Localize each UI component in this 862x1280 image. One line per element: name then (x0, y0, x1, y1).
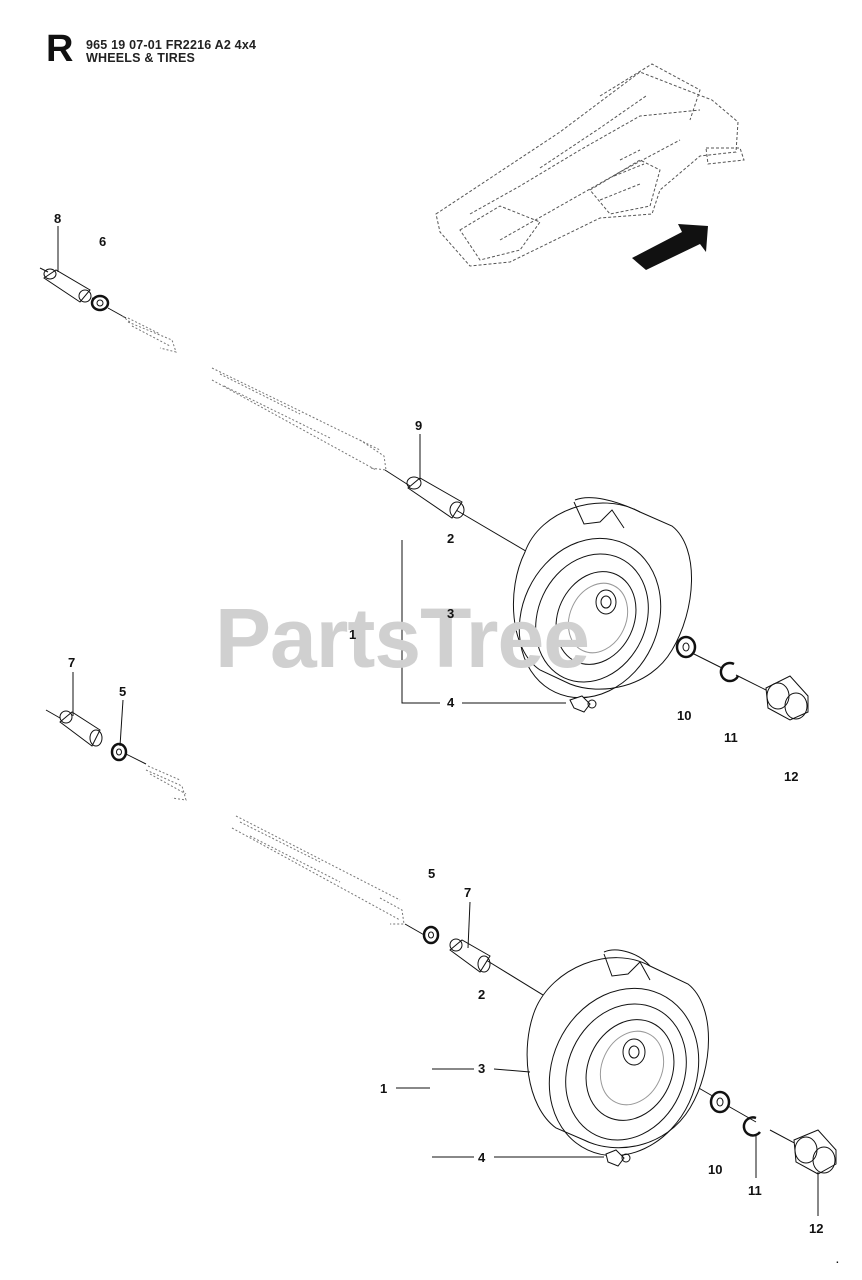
callout-7: 7 (68, 655, 76, 670)
lower-axle-assembly (45, 672, 837, 1216)
callout-1-lower: 1 (380, 1081, 388, 1096)
callout-5-inner: 5 (428, 866, 436, 881)
callout-11-lower: 11 (748, 1183, 762, 1198)
callout-12-lower: 12 (809, 1221, 824, 1236)
part-code: 965 19 07-01 FR2216 A2 4x4 (86, 38, 257, 52)
valve-4-lower (605, 1149, 631, 1167)
upper-wheel (512, 497, 692, 699)
spacer-7-inner (449, 938, 491, 973)
washer-5-inner (422, 925, 440, 945)
lower-wheel (526, 949, 709, 1157)
spacer-9 (406, 476, 465, 519)
upper-axle-assembly (39, 226, 809, 721)
callout-1: 1 (349, 627, 357, 642)
callout-2-lower: 2 (478, 987, 486, 1002)
callout-11: 11 (724, 730, 738, 745)
callout-1-bracket (401, 540, 440, 704)
rear-axle-shaft (145, 765, 405, 925)
tractor-locator-image (435, 63, 745, 267)
footer-mark: . (836, 1255, 839, 1266)
valve-4 (569, 695, 597, 713)
callout-3: 3 (447, 606, 455, 621)
callout-12: 12 (784, 769, 799, 784)
callout-3-lower: 3 (478, 1061, 486, 1076)
callout-10: 10 (677, 708, 692, 723)
watermark: PartsTree (215, 591, 590, 685)
callout-10-lower: 10 (708, 1162, 723, 1177)
section-letter: R (46, 28, 74, 70)
washer-10-lower (709, 1090, 731, 1114)
callout-6: 6 (99, 234, 107, 249)
section-title: WHEELS & TIRES (86, 51, 196, 65)
spacer-8 (43, 268, 92, 303)
washer-6 (90, 294, 110, 312)
callout-8: 8 (54, 211, 62, 226)
spacer-7 (59, 710, 103, 747)
cap-12-lower (793, 1129, 837, 1175)
washer-5 (110, 742, 128, 762)
washer-10 (675, 635, 697, 659)
callout-9: 9 (415, 418, 423, 433)
front-axle-shaft (121, 315, 387, 471)
clip-11 (719, 661, 740, 683)
callout-7-inner: 7 (464, 885, 472, 900)
callout-5: 5 (119, 684, 127, 699)
callout-4-lower: 4 (478, 1150, 486, 1165)
cap-12 (765, 675, 809, 721)
callout-4: 4 (447, 695, 455, 710)
front-direction-arrow-icon (632, 224, 708, 270)
callout-2: 2 (447, 531, 455, 546)
